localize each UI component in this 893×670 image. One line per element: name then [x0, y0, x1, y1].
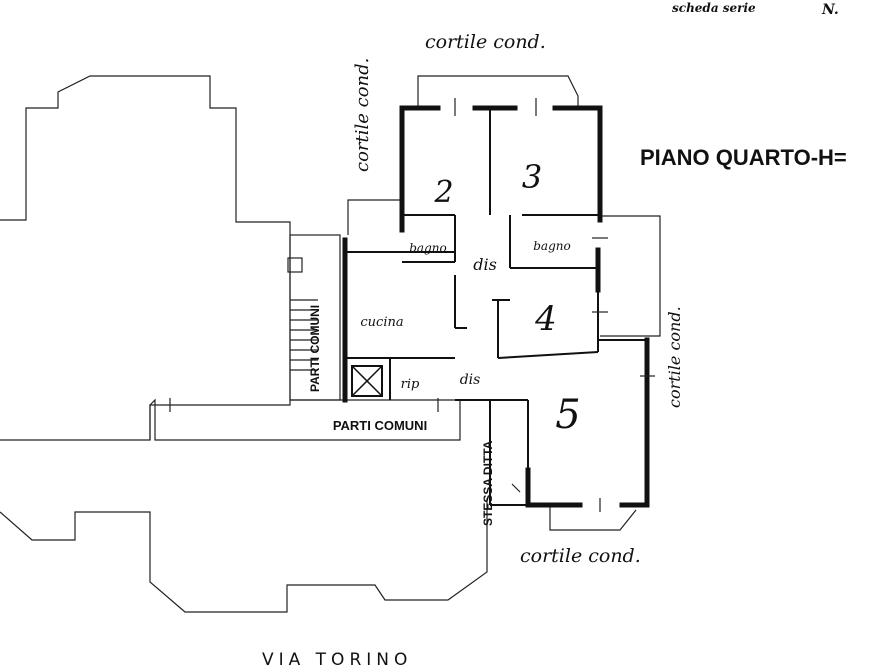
- bathroom-2-label: bagno: [533, 239, 570, 253]
- courtyard-right-note: cortile cond.: [665, 306, 684, 408]
- balcony-bottom: [549, 505, 637, 531]
- room-5-label: 5: [555, 392, 580, 438]
- room-3-label: 3: [522, 158, 542, 196]
- stair-steps: [290, 299, 318, 371]
- balcony-top: [417, 75, 579, 108]
- bathroom-1-label: bagno: [409, 241, 446, 255]
- floor-title: PIANO QUARTO-H=: [640, 145, 847, 170]
- balcony-right: [600, 215, 661, 337]
- neighbor-building-lower: [0, 498, 488, 613]
- balcony-left: [347, 199, 402, 235]
- room-4-label: 4: [534, 299, 557, 339]
- courtyard-top-note: cortile cond.: [425, 31, 546, 53]
- kitchen-label: cucina: [360, 315, 403, 330]
- courtyard-left-note: cortile cond.: [352, 58, 373, 172]
- apartment-wall-top: [399, 105, 603, 233]
- street-name: VIA TORINO: [262, 650, 412, 670]
- header-code: N.: [821, 2, 839, 18]
- same-owner-label: STESSA DITTA: [481, 440, 495, 526]
- storage-label: rip: [401, 377, 420, 392]
- entrance-label: dis: [460, 372, 481, 388]
- common-parts-vertical-label: PARTI COMUNI: [308, 305, 322, 392]
- room-2-label: 2: [433, 175, 453, 210]
- window-marks: [454, 98, 655, 512]
- courtyard-bottom-note: cortile cond.: [520, 545, 641, 567]
- interior-partitions: [345, 110, 647, 506]
- common-corridor: [149, 398, 461, 441]
- stair-block: [289, 234, 341, 401]
- lift-shaft: [351, 365, 383, 397]
- common-parts-horizontal-label: PARTI COMUNI: [333, 418, 427, 433]
- header-note: scheda serie: [672, 1, 756, 15]
- apartment-wall-right-lower: [525, 337, 650, 508]
- hallway-label: dis: [473, 255, 497, 274]
- neighbor-building-outline: [0, 75, 291, 441]
